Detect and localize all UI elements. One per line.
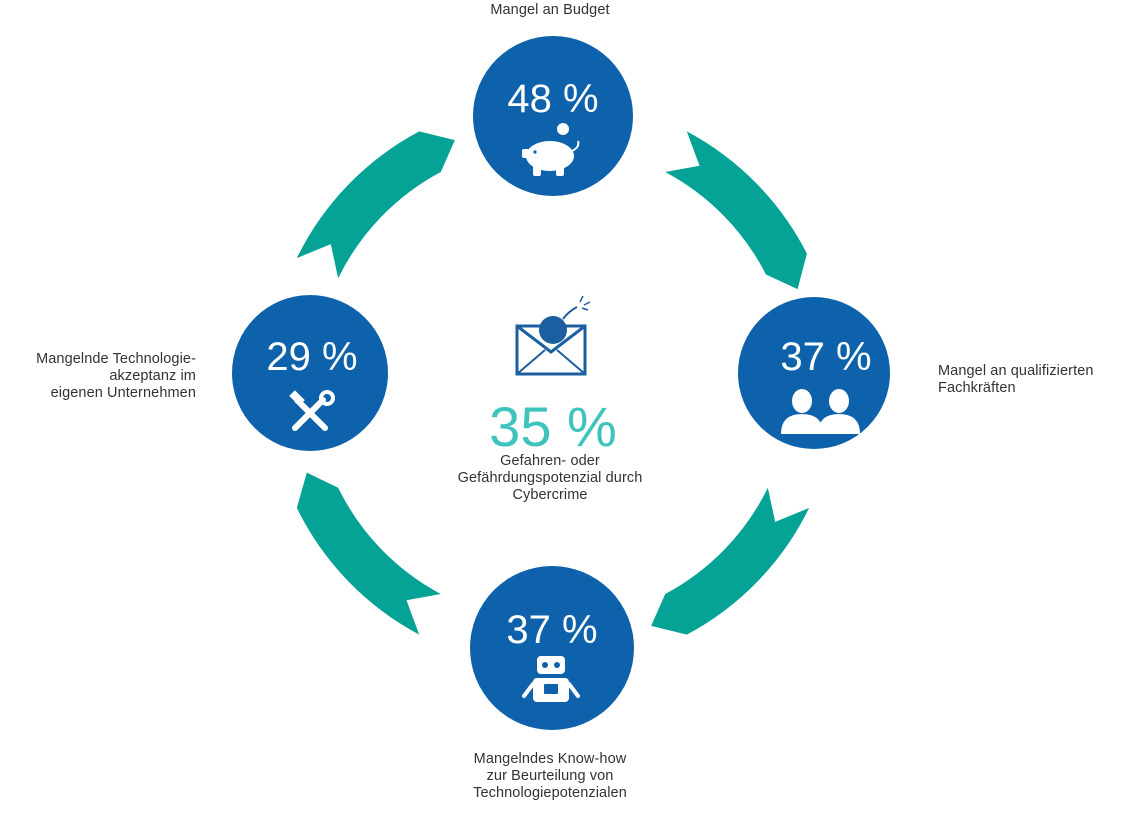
center-value: 35 % xyxy=(489,395,617,458)
tools-icon xyxy=(289,390,335,431)
label-line: Mangel an qualifizierten xyxy=(938,363,1094,379)
arc-top-right xyxy=(665,131,807,290)
node-left: 29 % xyxy=(232,295,388,451)
label-line: Cybercrime xyxy=(512,487,588,503)
node-top-circle xyxy=(473,36,633,196)
label-line: zur Beurteilung von xyxy=(486,768,614,784)
label-line: Mangel an Budget xyxy=(490,2,610,18)
node-right-circle xyxy=(738,297,890,449)
node-top-label: Mangel an Budget xyxy=(400,2,700,19)
arc-bottom-left xyxy=(296,472,441,635)
label-line: Fachkräften xyxy=(938,380,1016,396)
piggy-bank-icon xyxy=(522,123,580,176)
label-line: eigenen Unternehmen xyxy=(50,385,196,401)
arc-right-bottom xyxy=(651,487,810,635)
node-bottom-value: 37 % xyxy=(506,608,597,652)
label-line: Mangelnde Technologie- xyxy=(36,351,196,367)
node-left-value: 29 % xyxy=(266,335,357,379)
label-line: Technologiepotenzialen xyxy=(473,785,627,801)
node-right-value: 37 % xyxy=(780,335,871,379)
label-line: akzeptanz im xyxy=(109,368,196,384)
envelope-bomb-icon xyxy=(515,295,591,376)
people-icon xyxy=(781,389,860,434)
node-top: 48 % xyxy=(473,36,633,196)
center-block: 35 % xyxy=(489,295,617,458)
label-line: Gefahren- oder xyxy=(500,453,600,469)
arc-connectors xyxy=(296,131,810,635)
label-line: Mangelndes Know-how xyxy=(473,751,627,767)
robot-icon xyxy=(522,656,580,702)
node-left-circle xyxy=(232,295,388,451)
node-right: 37 % xyxy=(738,297,890,449)
node-bottom-circle xyxy=(470,566,634,730)
node-bottom: 37 % xyxy=(470,566,634,730)
node-top-value: 48 % xyxy=(507,77,598,121)
arc-left-top xyxy=(296,131,455,279)
label-line: Gefährdungspotenzial durch xyxy=(457,470,643,486)
